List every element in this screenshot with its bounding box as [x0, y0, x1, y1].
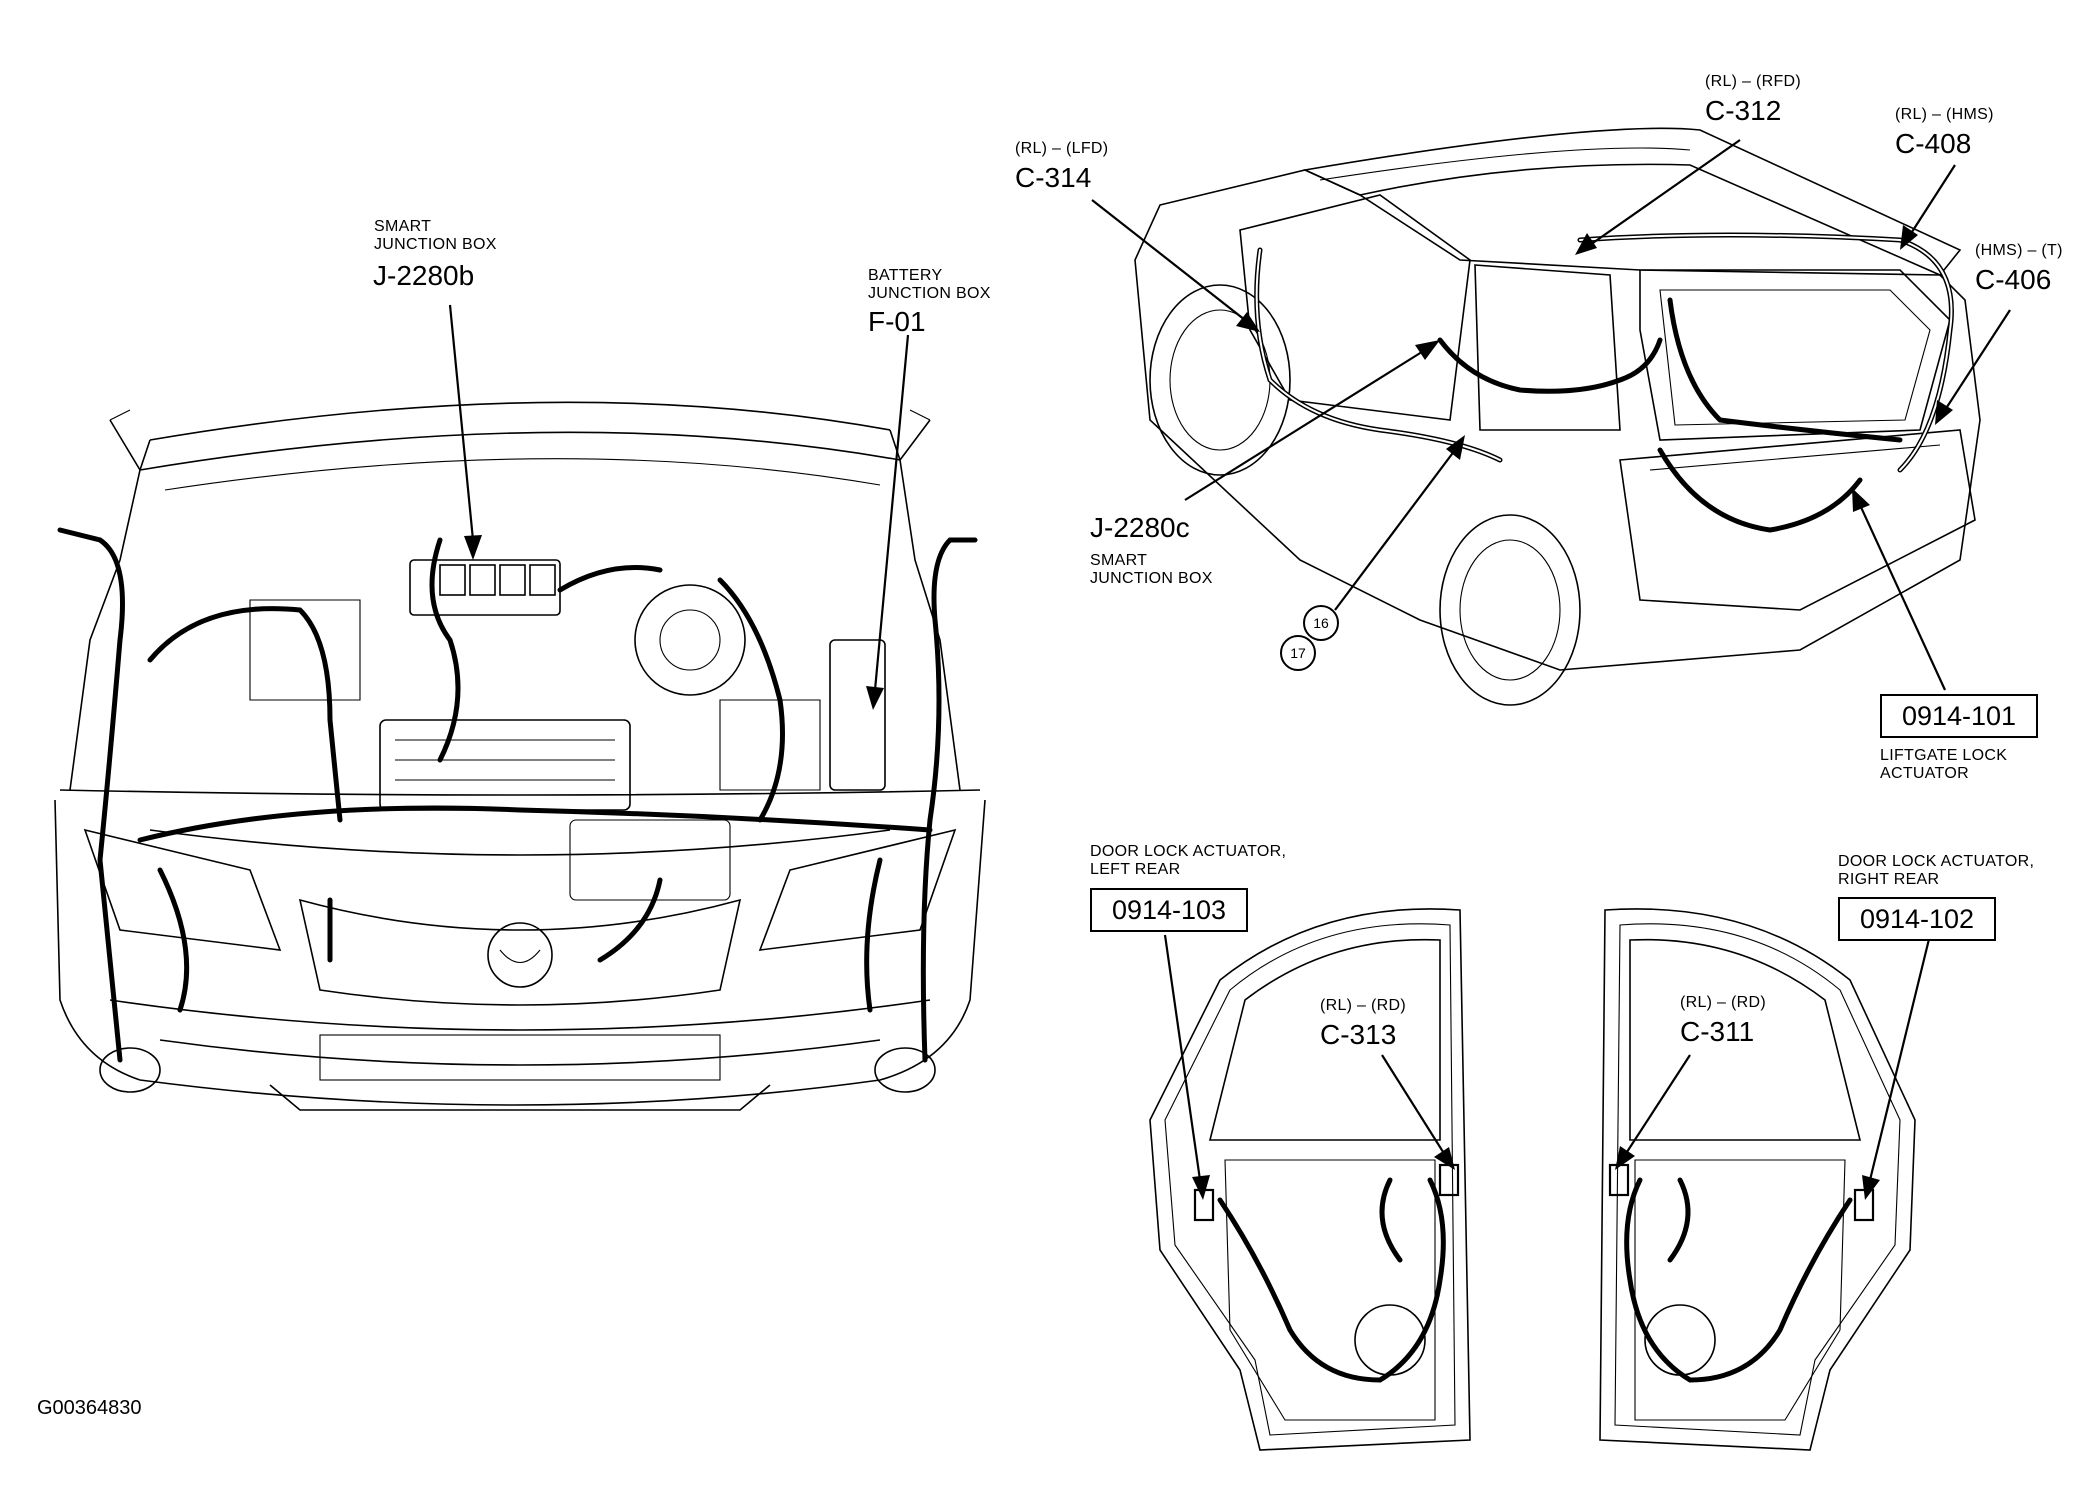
liftgate-lock-actuator-code: 0914-101 [1880, 694, 2038, 738]
c311-code: C-311 [1680, 1016, 1755, 1047]
leader-lines [448, 139, 2011, 1200]
engine-compartment-illustration [54, 401, 986, 1111]
smart-junction-box-c-code: J-2280c [1090, 512, 1190, 543]
c311-location: (RL) – (RD) [1680, 994, 1766, 1011]
door-lock-actuator-right-rear-code: 0914-102 [1838, 897, 1996, 941]
door-lock-actuator-right-rear-description: DOOR LOCK ACTUATOR, RIGHT REAR [1838, 853, 2035, 888]
callout-17: 17 [1280, 635, 1316, 671]
figure-id: G00364830 [37, 1397, 142, 1419]
c408-code: C-408 [1895, 128, 1972, 159]
battery-junction-box-description: BATTERY JUNCTION BOX [868, 267, 991, 302]
c313-code: C-313 [1320, 1019, 1397, 1050]
smart-junction-box-c-description: SMART JUNCTION BOX [1090, 552, 1213, 587]
right-rear-door-illustration [1599, 908, 1916, 1451]
vehicle-rear-illustration [1134, 127, 1981, 706]
c408-location: (RL) – (HMS) [1895, 106, 1994, 123]
c406-location: (HMS) – (T) [1975, 242, 2063, 259]
c312-location: (RL) – (RFD) [1705, 73, 1802, 90]
c406-code: C-406 [1975, 264, 2052, 295]
c313-location: (RL) – (RD) [1320, 997, 1406, 1014]
battery-junction-box-code: F-01 [868, 306, 926, 337]
c314-location: (RL) – (LFD) [1015, 140, 1109, 157]
door-lock-actuator-left-rear-code: 0914-103 [1090, 888, 1248, 932]
c312-code: C-312 [1705, 95, 1782, 126]
door-lock-actuator-left-rear-description: DOOR LOCK ACTUATOR, LEFT REAR [1090, 843, 1287, 878]
liftgate-lock-actuator-description: LIFTGATE LOCK ACTUATOR [1880, 747, 2008, 782]
smart-junction-box-b-code: J-2280b [373, 260, 475, 291]
callout-16: 16 [1303, 605, 1339, 641]
c314-code: C-314 [1015, 162, 1092, 193]
smart-junction-box-b-description: SMART JUNCTION BOX [374, 218, 497, 253]
